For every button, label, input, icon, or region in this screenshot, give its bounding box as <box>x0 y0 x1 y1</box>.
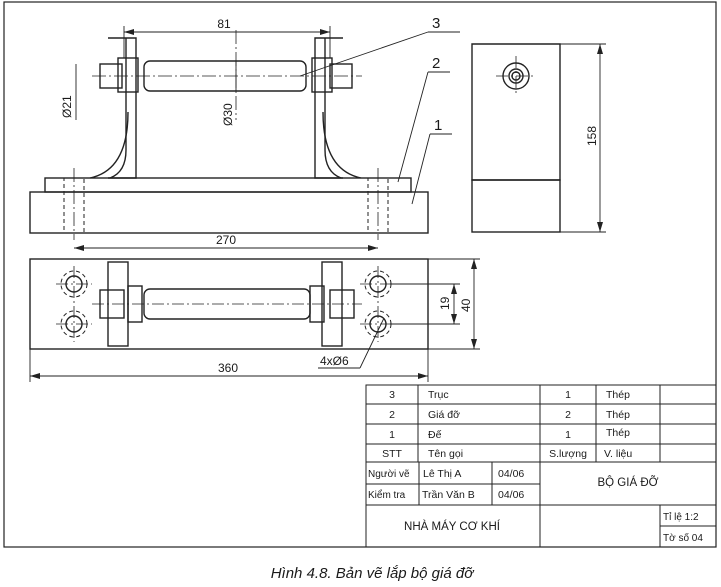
tb-header-name: Tên gọi <box>428 448 463 460</box>
dim-158: 158 <box>585 126 599 146</box>
dim-270: 270 <box>216 233 236 247</box>
figure-caption: Hình 4.8. Bản vẽ lắp bộ giá đỡ <box>271 565 475 582</box>
tb-scale: Tỉ lệ 1:2 <box>663 511 699 523</box>
tb-stt-2: 2 <box>389 409 395 421</box>
tb-sheet: Tờ số 04 <box>663 532 703 544</box>
tb-qty-3: 1 <box>565 389 571 401</box>
tb-mat-2: Thép <box>606 409 630 421</box>
dim-81: 81 <box>217 17 231 31</box>
tb-company: NHÀ MÁY CƠ KHÍ <box>404 520 501 533</box>
part-label-2: 2 <box>432 55 440 72</box>
dim-19: 19 <box>438 296 452 310</box>
tb-header-mat: V. liệu <box>604 448 632 460</box>
tb-header-qty: S.lượng <box>549 448 587 460</box>
tb-name-3: Trục <box>428 389 449 401</box>
tb-drawing-title: BỘ GIÁ ĐỠ <box>598 476 659 489</box>
part-label-3: 3 <box>432 15 440 32</box>
tb-qty-2: 2 <box>565 409 571 421</box>
dim-dia21: Ø21 <box>60 95 74 118</box>
dim-dia30: Ø30 <box>221 103 235 126</box>
tb-name-2: Giá đỡ <box>428 409 460 421</box>
tb-checked-date: 04/06 <box>498 489 524 501</box>
tb-drawn-date: 04/06 <box>498 468 524 480</box>
drawing-frame <box>3 1 717 548</box>
tb-mat-1: Thép <box>606 427 630 439</box>
tb-drawn-by: Lê Thị A <box>423 468 461 480</box>
dim-holes: 4xØ6 <box>320 354 349 368</box>
title-block <box>365 384 717 548</box>
dim-40: 40 <box>459 298 473 312</box>
tb-stt-1: 1 <box>389 429 395 441</box>
tb-drawn-label: Người vẽ <box>368 469 410 480</box>
tb-stt-3: 3 <box>389 389 395 401</box>
front-view <box>29 37 429 234</box>
tb-mat-3: Thép <box>606 389 630 401</box>
tb-header-stt: STT <box>382 448 402 460</box>
tb-name-1: Đế <box>428 429 442 441</box>
part-label-1: 1 <box>434 117 442 134</box>
tb-qty-1: 1 <box>565 429 571 441</box>
dim-360: 360 <box>218 361 238 375</box>
tb-checked-label: Kiểm tra <box>368 489 406 501</box>
tb-checked-by: Trần Văn B <box>422 489 475 501</box>
